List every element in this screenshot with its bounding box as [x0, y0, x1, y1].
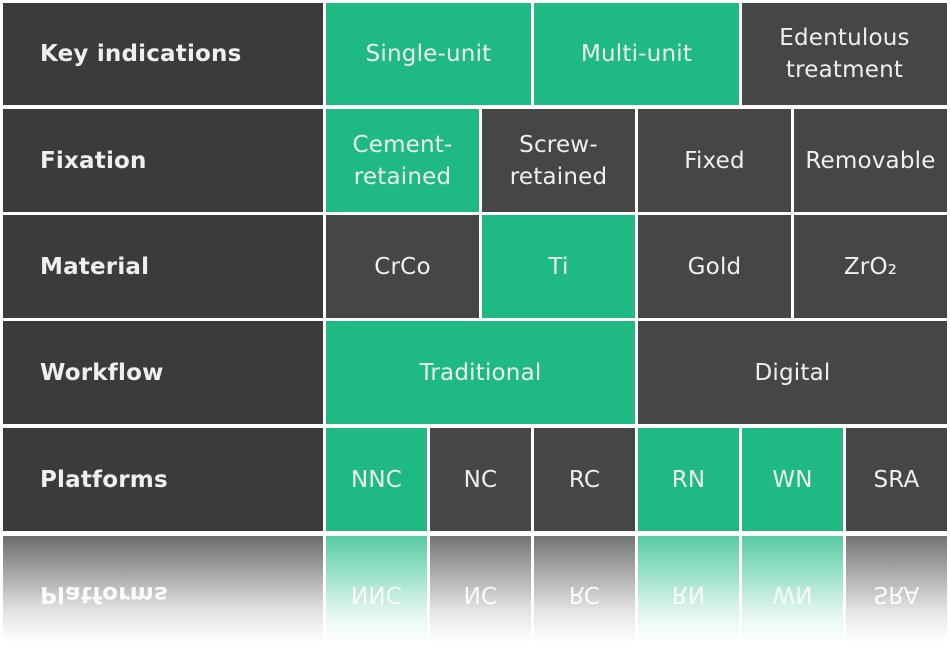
cell-nc: NC: [430, 428, 531, 531]
cell-cement-retained: Cement- retained: [326, 109, 479, 212]
cell-zro2: ZrO₂: [794, 215, 947, 318]
reflection-fade: [0, 536, 950, 642]
cell-digital: Digital: [638, 321, 947, 424]
cell-gold: Gold: [638, 215, 791, 318]
cell-rn: RN: [638, 428, 739, 531]
cell-rc: RC: [534, 428, 635, 531]
row-label-platforms: Platforms: [3, 428, 323, 531]
cell-screw-retained: Screw- retained: [482, 109, 635, 212]
cell-ti: Ti: [482, 215, 635, 318]
cell-multi-unit: Multi-unit: [534, 3, 739, 105]
cell-sra: SRA: [846, 428, 947, 531]
platforms-reflection: Platforms NNC NC RC RN WN SRA: [0, 536, 950, 642]
cell-wn: WN: [742, 428, 843, 531]
cell-edentulous-treatment: Edentulous treatment: [742, 3, 947, 105]
cell-crco: CrCo: [326, 215, 479, 318]
cell-removable: Removable: [794, 109, 947, 212]
row-label-workflow: Workflow: [3, 321, 323, 424]
cell-single-unit: Single-unit: [326, 3, 531, 105]
cell-traditional: Traditional: [326, 321, 635, 424]
row-label-key-indications: Key indications: [3, 3, 323, 105]
row-label-material: Material: [3, 215, 323, 318]
row-label-fixation: Fixation: [3, 109, 323, 212]
cell-fixed: Fixed: [638, 109, 791, 212]
cell-nnc: NNC: [326, 428, 427, 531]
